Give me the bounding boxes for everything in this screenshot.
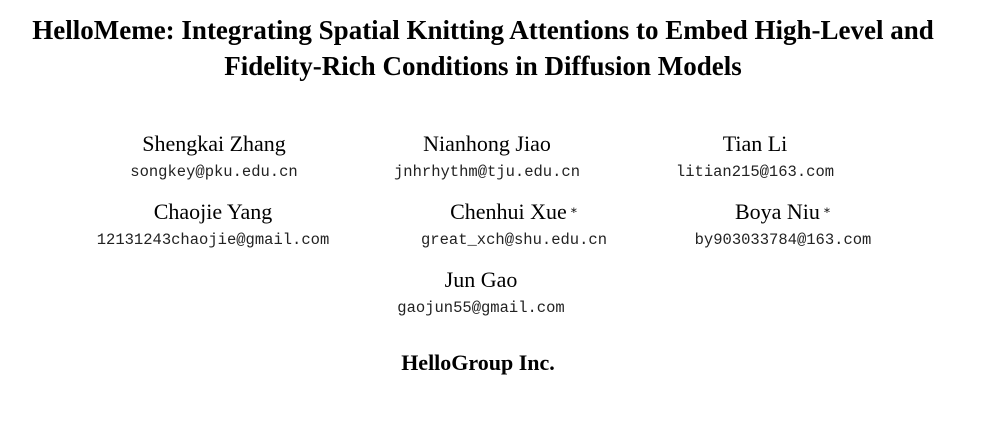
author-email[interactable]: jnhrhythm@tju.edu.cn	[393, 163, 581, 181]
author-email[interactable]: songkey@pku.edu.cn	[130, 163, 298, 181]
author-email[interactable]: great_xch@shu.edu.cn	[420, 231, 608, 249]
author-email[interactable]: gaojun55@gmail.com	[397, 299, 565, 317]
author-name: Tian Li	[722, 131, 788, 156]
author-name: Boya Niu∗	[734, 199, 832, 224]
corresponding-author-mark: ∗	[569, 203, 578, 217]
author-name: Nianhong Jiao	[423, 131, 551, 156]
author-name: Chaojie Yang	[153, 199, 273, 224]
affiliation: HelloGroup Inc.	[401, 350, 555, 375]
author-block: Chenhui Xue∗ great_xch@shu.edu.cn	[354, 199, 674, 250]
corresponding-author-mark: ∗	[822, 203, 832, 217]
author-name: Jun Gao	[444, 267, 518, 292]
author-block: Shengkai Zhang songkey@pku.edu.cn	[54, 131, 374, 182]
author-email[interactable]: by903033784@163.com	[694, 231, 872, 249]
author-email[interactable]: 12131243chaojie@gmail.com	[96, 231, 330, 249]
author-name: Chenhui Xue∗	[450, 199, 578, 224]
author-block: Nianhong Jiao jnhrhythm@tju.edu.cn	[327, 131, 647, 182]
author-email[interactable]: litian215@163.com	[675, 163, 835, 181]
author-block: Chaojie Yang 12131243chaojie@gmail.com	[53, 199, 373, 250]
author-name: Shengkai Zhang	[142, 131, 286, 156]
author-block: Boya Niu∗ by903033784@163.com	[623, 199, 943, 250]
author-block: Tian Li litian215@163.com	[595, 131, 915, 182]
paper-title-line-2: Fidelity-Rich Conditions in Diffusion Mo…	[224, 51, 742, 81]
paper-title-line-1: HelloMeme: Integrating Spatial Knitting …	[32, 15, 934, 45]
author-block: Jun Gao gaojun55@gmail.com	[321, 267, 641, 318]
